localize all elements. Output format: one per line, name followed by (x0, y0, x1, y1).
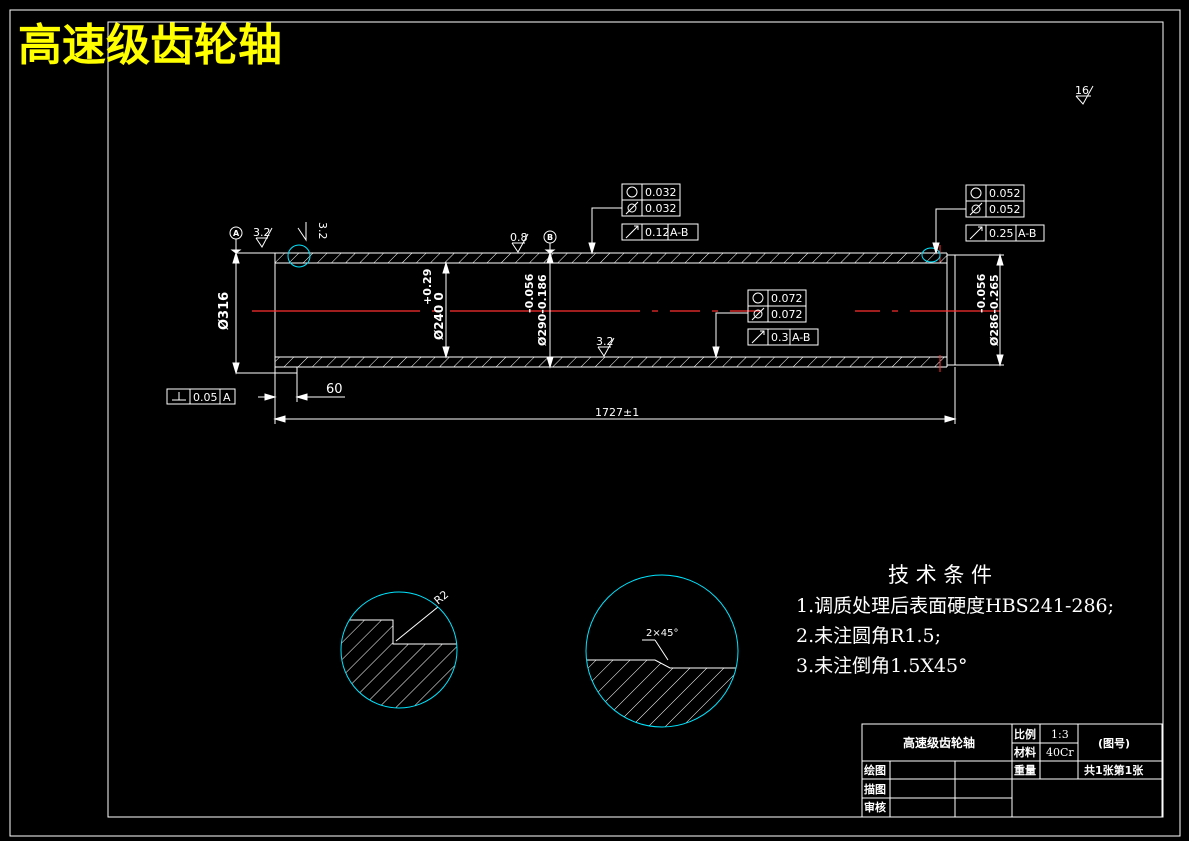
roughness-left (255, 227, 273, 248)
roughness-bore-value: 3.2 (596, 335, 614, 348)
shaft-section (274, 252, 956, 374)
dim-bore (442, 261, 450, 359)
tol-tr-roundness: 0.052 (989, 187, 1021, 200)
roughness-left-value: 3.2 (253, 226, 271, 239)
detail-marker-ellipse (921, 247, 941, 263)
tol-frame-middle (712, 289, 819, 359)
inner-border (107, 21, 1164, 818)
roughness-overall-value: 16 (1075, 84, 1089, 97)
dim-step-len-text: 60 (326, 382, 343, 397)
dim-outer-dia (232, 251, 275, 375)
tech-note-2: 2.未注圆角R1.5; (796, 625, 941, 647)
tol-tl-runout: 0.12 (645, 226, 670, 239)
tol-mid-runout: 0.3 (771, 331, 789, 344)
detail-view-fillet (340, 591, 458, 709)
detail-chamfer-label: 2×45° (646, 628, 678, 639)
roughness-chamfer (297, 222, 307, 242)
drawing-title: 高速级齿轮轴 (18, 20, 282, 71)
tb-scale-value: 1:3 (1051, 728, 1069, 741)
tol-mid-runout-ref: A-B (792, 331, 810, 344)
tb-part-name: 高速级齿轮轴 (903, 735, 975, 750)
tech-note-3: 3.未注倒角1.5X45° (796, 655, 968, 677)
tol-tl-runout-ref: A-B (670, 226, 688, 239)
tol-mid-cylindricity: 0.072 (771, 308, 803, 321)
tb-sheet: 共1张第1张 (1084, 763, 1144, 777)
dim-step-len (258, 373, 345, 402)
detail-marker-circle (287, 244, 311, 268)
roughness-overall (1075, 85, 1094, 105)
tb-scale-label: 比例 (1014, 727, 1036, 741)
tb-traced-label: 描图 (864, 782, 886, 796)
tb-material-value: 40Cr (1046, 746, 1074, 759)
tech-notes-heading: 技 术 条 件 (888, 563, 992, 587)
outer-border (9, 9, 1181, 837)
tol-tr-runout: 0.25 (989, 227, 1014, 240)
datum-a (229, 226, 243, 254)
tol-tl-cylindricity: 0.032 (645, 202, 677, 215)
tol-frame-top-right (932, 184, 1045, 255)
dim-right-text: Ø286-0.265 (988, 274, 1001, 346)
dim-mid-tol: -0.056 (523, 273, 536, 313)
dim-total-len-text: 1727±1 (595, 406, 639, 419)
dim-right (955, 253, 1004, 367)
tol-perp-value: 0.05 (193, 391, 218, 404)
dim-total-len (273, 367, 957, 424)
tb-checked-label: 审核 (864, 800, 886, 814)
tb-drawn-label: 绘图 (864, 763, 886, 777)
tol-tr-runout-ref: A-B (1018, 227, 1036, 240)
dim-right-tol: -0.056 (975, 273, 988, 313)
datum-b (543, 230, 557, 254)
roughness-mid (511, 233, 529, 253)
dim-mid (546, 251, 554, 369)
tol-mid-roundness: 0.072 (771, 292, 803, 305)
tol-perp-ref: A (223, 391, 231, 404)
dim-bore-tol: +0.29 (421, 269, 434, 305)
dim-bore-text: Ø240 0 (432, 292, 446, 340)
tol-tl-roundness: 0.032 (645, 186, 677, 199)
tb-weight-label: 重量 (1014, 763, 1036, 777)
dim-outer-dia-text: Ø316 (217, 292, 232, 330)
tol-tr-cylindricity: 0.052 (989, 203, 1021, 216)
datum-a-label: A (233, 229, 240, 238)
datum-b-label: B (547, 233, 553, 242)
tb-drawing-no: (图号) (1098, 737, 1130, 750)
tech-note-1: 1.调质处理后表面硬度HBS241-286; (796, 595, 1114, 617)
roughness-chamfer-value: 3.2 (316, 222, 329, 240)
tb-material-label: 材料 (1014, 745, 1036, 759)
tol-frame-perpendicularity (166, 388, 236, 405)
tol-frame-top-left (588, 183, 699, 255)
title-block (861, 723, 1163, 818)
roughness-bore (597, 337, 615, 357)
roughness-mid-value: 0.8 (510, 231, 528, 244)
detail-view-chamfer (585, 574, 739, 728)
dim-mid-text: Ø290-0.186 (536, 274, 549, 346)
